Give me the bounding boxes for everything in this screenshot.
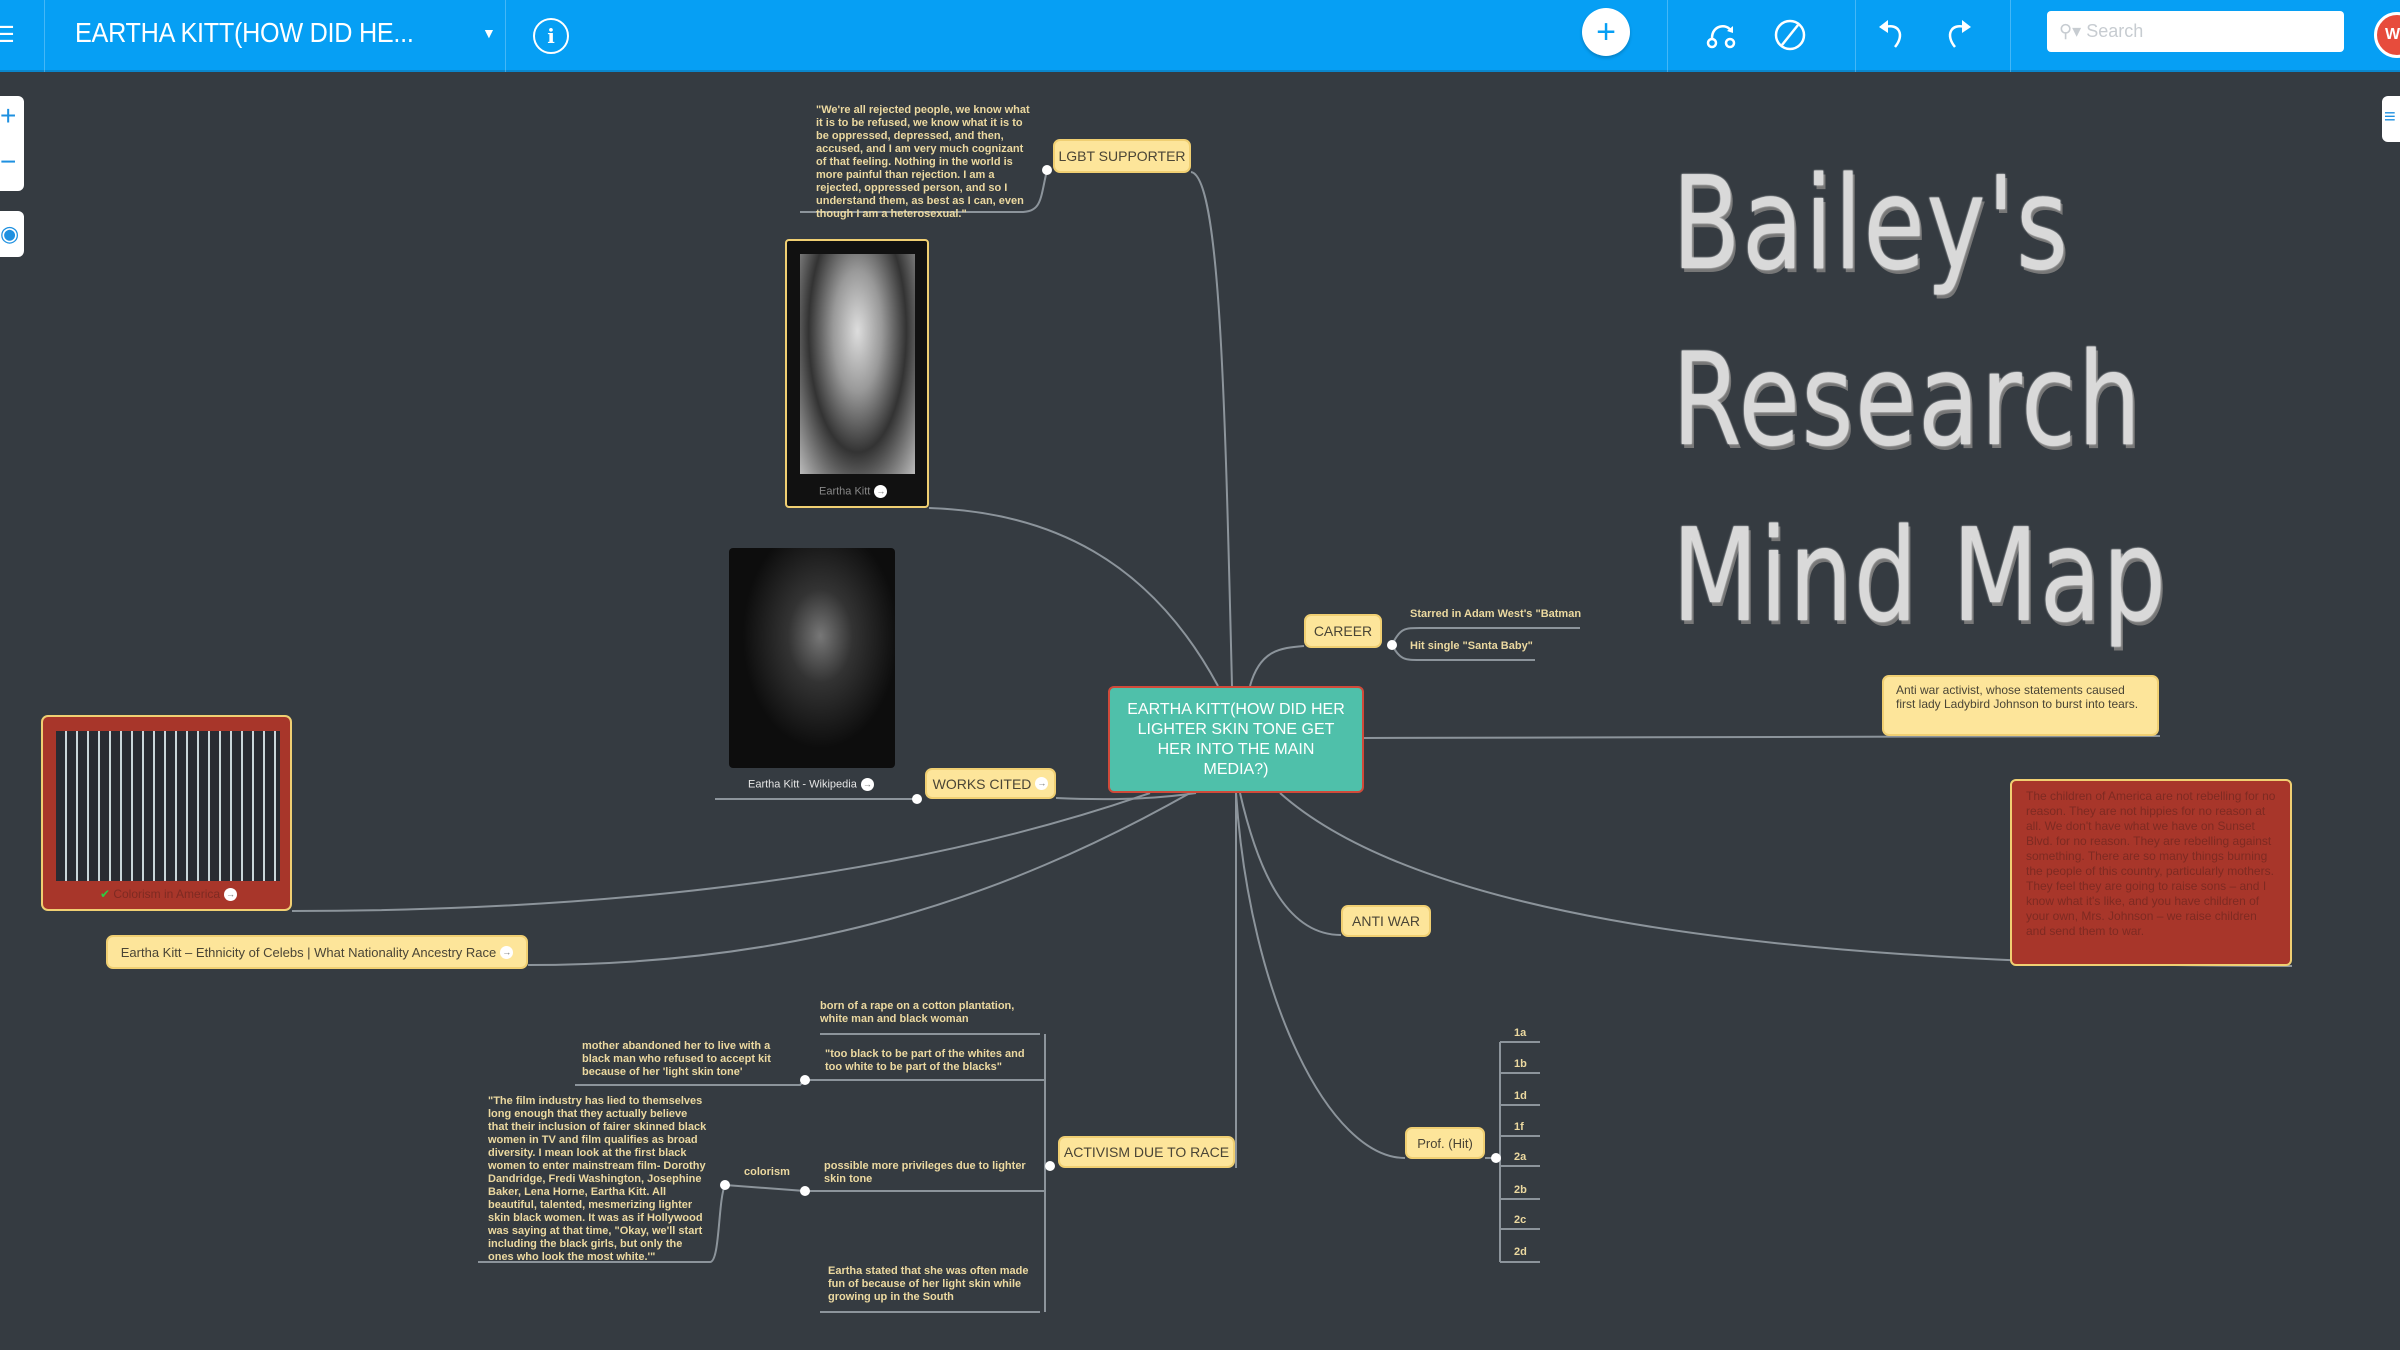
zoom-in-button[interactable]: + (0, 100, 17, 131)
link-icon[interactable]: → (1035, 777, 1049, 790)
topic-activism-due-to-race[interactable]: ACTIVISM DUE TO RACE (1058, 1136, 1235, 1168)
photo-caption: Eartha Kitt→ (819, 485, 888, 498)
activism-colorism[interactable]: colorism (744, 1166, 790, 1178)
portrait-image (800, 254, 915, 474)
anti-war-quote[interactable]: The children of America are not rebellin… (2010, 779, 2292, 966)
activism-south[interactable]: Eartha stated that she was often made fu… (828, 1265, 1029, 1303)
search-icon: ⚲▾ (2059, 21, 2087, 41)
colorism-image-node[interactable]: ✔ Colorism in America→ (41, 715, 292, 911)
activism-mother[interactable]: mother abandoned her to live with a blac… (582, 1040, 771, 1078)
center-map-button[interactable]: ◉ (0, 211, 24, 257)
zoom-controls: + − (0, 96, 24, 191)
prof-item[interactable]: 1b (1514, 1058, 1527, 1070)
topic-lgbt-supporter[interactable]: LGBT SUPPORTER (1053, 139, 1191, 173)
lgbt-quote[interactable]: "We're all rejected people, we know what… (816, 104, 1030, 220)
activism-born[interactable]: born of a rape on a cotton plantation, w… (820, 1000, 1015, 1025)
link-icon[interactable]: → (224, 888, 238, 902)
map-heading-line-2: Research (1672, 326, 2143, 475)
anti-war-note[interactable]: Anti war activist, whose statements caus… (1882, 675, 2159, 736)
colorism-image (56, 731, 280, 881)
undo-icon[interactable] (1874, 16, 1910, 52)
eartha-kitt-stage-photo[interactable] (729, 548, 895, 768)
relationship-icon[interactable] (1704, 16, 1740, 52)
link-icon[interactable]: → (874, 485, 888, 498)
link-icon[interactable]: → (500, 945, 514, 959)
prof-item[interactable]: 1f (1514, 1121, 1524, 1133)
redo-icon[interactable] (1940, 16, 1976, 52)
eartha-kitt-photo-node[interactable]: Eartha Kitt→ (785, 239, 929, 508)
target-icon: ◉ (0, 221, 20, 246)
activism-too-black[interactable]: "too black to be part of the whites and … (825, 1048, 1025, 1073)
map-title[interactable]: EARTHA KITT(HOW DID HE... (75, 17, 414, 48)
career-item[interactable]: Hit single "Santa Baby" (1410, 640, 1533, 652)
map-heading-line-3: Mind Map (1672, 502, 2168, 651)
prof-item[interactable]: 1d (1514, 1090, 1527, 1102)
career-item[interactable]: Starred in Adam West's "Batman (1410, 608, 1582, 620)
prof-item[interactable]: 2b (1514, 1184, 1527, 1196)
zoom-out-button[interactable]: − (0, 146, 17, 177)
central-topic[interactable]: EARTHA KITT(HOW DID HER LIGHTER SKIN TON… (1108, 686, 1364, 793)
colorism-caption: ✔ Colorism in America→ (99, 887, 238, 902)
film-industry-quote[interactable]: "The film industry has lied to themselve… (488, 1095, 707, 1263)
search-placeholder: Search (2086, 21, 2144, 41)
ethnicity-link[interactable]: Eartha Kitt – Ethnicity of Celebs | What… (106, 935, 528, 969)
prof-item[interactable]: 1a (1514, 1027, 1527, 1039)
check-icon: ✔ (99, 887, 110, 901)
topic-anti-war[interactable]: ANTI WAR (1341, 905, 1431, 937)
clear-format-icon[interactable] (1772, 17, 1808, 53)
prof-item[interactable]: 2c (1514, 1214, 1527, 1226)
list-icon: ≡ (2384, 106, 2396, 128)
wikipedia-caption: Eartha Kitt - Wikipedia→ (748, 778, 874, 791)
topic-career[interactable]: CAREER (1304, 614, 1382, 648)
topic-prof-hit[interactable]: Prof. (Hit) (1405, 1127, 1485, 1159)
topic-works-cited[interactable]: WORKS CITED→ (925, 768, 1056, 799)
top-toolbar: ☰ EARTHA KITT(HOW DID HE... ▼ i + ⚲▾ Sea… (0, 0, 2400, 72)
map-heading-line-1: Bailey's (1672, 150, 2070, 299)
title-dropdown-icon[interactable]: ▼ (482, 25, 496, 41)
link-icon[interactable]: → (860, 778, 874, 791)
side-panel-toggle[interactable]: ≡ (2382, 96, 2400, 142)
activism-privileges[interactable]: possible more privileges due to lighter … (824, 1160, 1026, 1185)
prof-item[interactable]: 2a (1514, 1151, 1527, 1163)
info-icon[interactable]: i (533, 18, 569, 54)
add-topic-button[interactable]: + (1582, 8, 1630, 56)
prof-item[interactable]: 2d (1514, 1246, 1527, 1258)
search-input[interactable]: ⚲▾ Search (2047, 11, 2344, 52)
